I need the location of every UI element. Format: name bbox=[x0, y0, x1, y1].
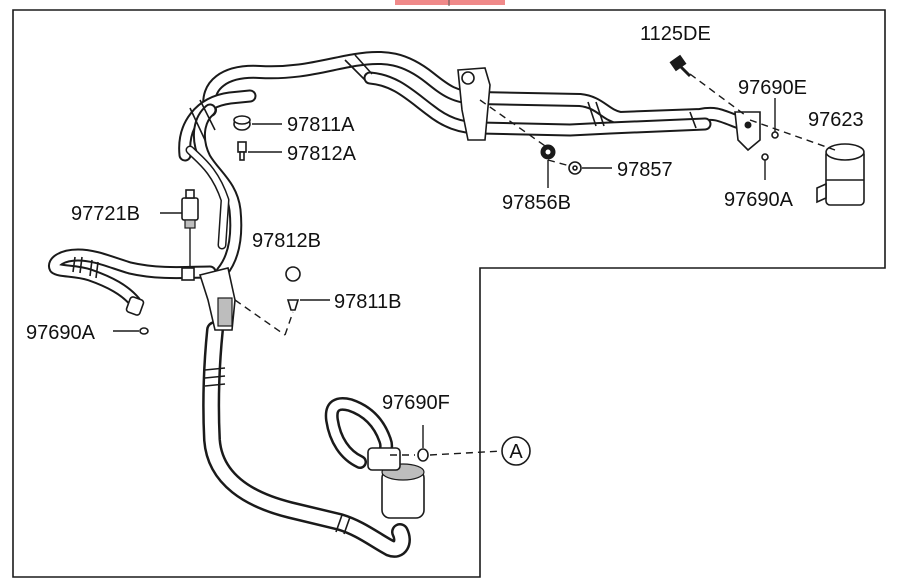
left-hose-assembly bbox=[48, 248, 217, 316]
callout-a-label: A bbox=[509, 441, 523, 463]
cap-97812B[interactable] bbox=[285, 266, 301, 282]
diagram-frame bbox=[12, 9, 886, 578]
callout-a[interactable]: A bbox=[501, 436, 531, 466]
nut-97856B[interactable] bbox=[540, 144, 556, 160]
cap-97811A[interactable] bbox=[233, 115, 251, 131]
valve-core-97812A[interactable] bbox=[237, 141, 247, 161]
part-labels: 1125DE 97690E 97623 97811A 97812A 97857 … bbox=[26, 23, 864, 414]
label-97623[interactable]: 97623 bbox=[808, 109, 864, 131]
bolt-1125DE[interactable] bbox=[669, 54, 692, 78]
o-ring-97690F[interactable] bbox=[417, 448, 429, 462]
label-97811B[interactable]: 97811B bbox=[334, 291, 401, 313]
bracket-right bbox=[734, 111, 761, 152]
dryer-lower[interactable] bbox=[367, 447, 425, 519]
label-97856B[interactable]: 97856B bbox=[502, 192, 571, 214]
o-ring-97690E[interactable] bbox=[771, 131, 779, 139]
label-97721B[interactable]: 97721B bbox=[71, 203, 140, 225]
lower-hose-assembly bbox=[202, 321, 411, 558]
upper-hose-assembly bbox=[178, 50, 745, 279]
label-97812B[interactable]: 97812B bbox=[252, 230, 321, 252]
leader-lines bbox=[113, 73, 836, 456]
label-97690A-left[interactable]: 97690A bbox=[26, 322, 96, 344]
valve-core-97811B[interactable] bbox=[286, 299, 300, 311]
label-1125DE[interactable]: 1125DE bbox=[640, 23, 711, 45]
center-fitting bbox=[457, 67, 491, 141]
o-ring-97690A-left[interactable] bbox=[139, 327, 149, 335]
label-97811A[interactable]: 97811A bbox=[287, 114, 355, 136]
label-97857[interactable]: 97857 bbox=[617, 159, 673, 181]
tube-loop bbox=[324, 396, 394, 469]
label-97690F[interactable]: 97690F bbox=[382, 392, 450, 414]
washer-97857[interactable] bbox=[568, 161, 582, 175]
switch-97721B[interactable] bbox=[181, 189, 199, 229]
label-97812A[interactable]: 97812A bbox=[287, 143, 357, 165]
o-ring-97690A-right[interactable] bbox=[761, 153, 769, 161]
block-fitting-left bbox=[181, 267, 236, 331]
label-97690E[interactable]: 97690E bbox=[738, 77, 807, 99]
top-marker bbox=[395, 0, 505, 5]
label-97690A-right[interactable]: 97690A bbox=[724, 189, 794, 211]
receiver-drier-97623[interactable] bbox=[816, 143, 865, 206]
